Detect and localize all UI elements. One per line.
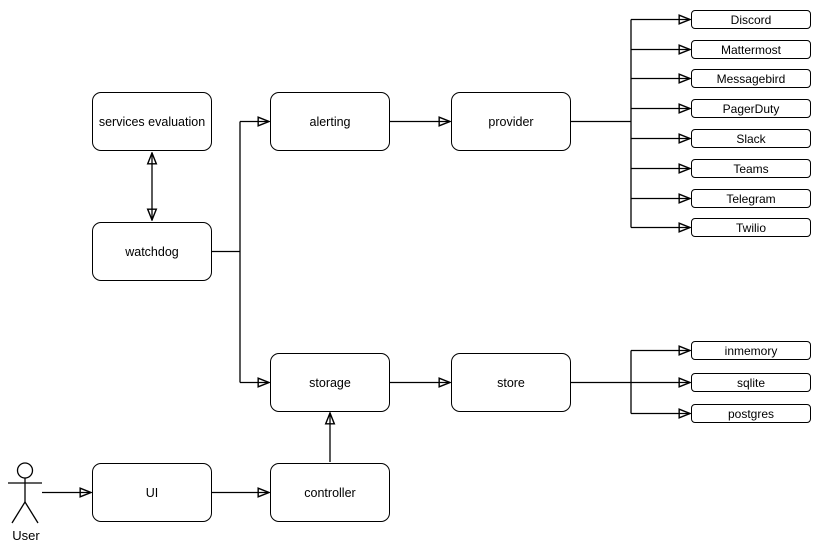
leaf-pagerduty: PagerDuty <box>691 99 811 118</box>
leaf-slack: Slack <box>691 129 811 148</box>
node-storage: storage <box>270 353 390 412</box>
user-label: User <box>12 528 40 543</box>
leaf-sqlite: sqlite <box>691 373 811 392</box>
node-controller: controller <box>270 463 390 522</box>
leaf-telegram: Telegram <box>691 189 811 208</box>
node-alerting: alerting <box>270 92 390 151</box>
node-ui: UI <box>92 463 212 522</box>
leaf-postgres: postgres <box>691 404 811 423</box>
node-watchdog: watchdog <box>92 222 212 281</box>
node-services-evaluation: services evaluation <box>92 92 212 151</box>
node-store: store <box>451 353 571 412</box>
leaf-messagebird: Messagebird <box>691 69 811 88</box>
leaf-twilio: Twilio <box>691 218 811 237</box>
node-provider: provider <box>451 92 571 151</box>
leaf-mattermost: Mattermost <box>691 40 811 59</box>
leaf-inmemory: inmemory <box>691 341 811 360</box>
leaf-teams: Teams <box>691 159 811 178</box>
user-actor-icon <box>8 462 42 524</box>
leaf-discord: Discord <box>691 10 811 29</box>
